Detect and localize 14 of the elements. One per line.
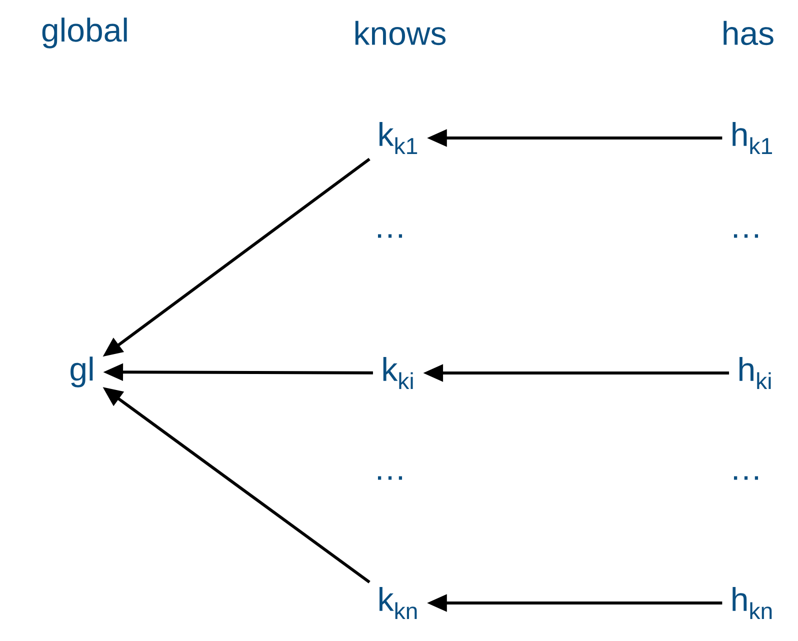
symbol-label: h$_{k1}$	[732, 122, 772, 154]
ellipsis: …	[378, 234, 402, 238]
ellipsis: …	[734, 476, 758, 480]
ellipsis: …	[734, 234, 758, 238]
symbol-label: h$_{kn}$	[732, 586, 772, 620]
ellipsis: …	[378, 476, 402, 480]
header-label: global	[42, 18, 127, 48]
header-label: knows	[355, 20, 446, 46]
symbol-label: k$_{ki}$	[383, 356, 413, 390]
symbol-label: gl	[70, 356, 93, 388]
symbol-label: k$_{k1}$	[380, 122, 418, 154]
symbol-label: k$_{kn}$	[380, 586, 417, 620]
symbol-label: h$_{ki}$	[740, 356, 771, 390]
header-label: has	[724, 20, 774, 46]
